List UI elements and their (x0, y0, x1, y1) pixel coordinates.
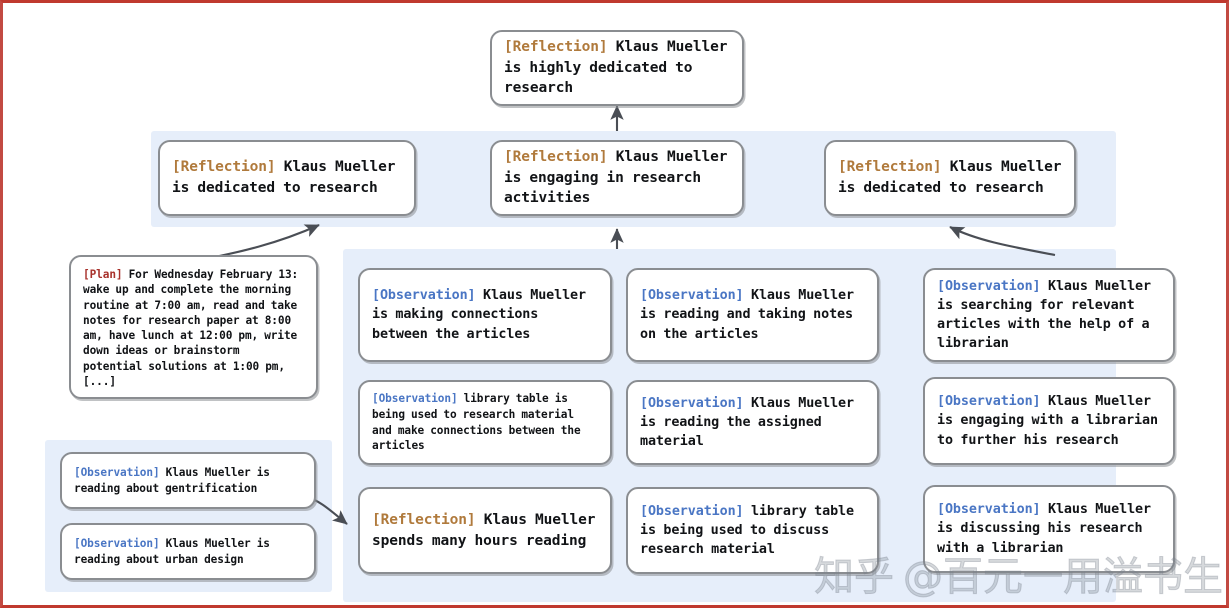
node-text: [Observation] Klaus Mueller is searching… (937, 277, 1161, 353)
node-body: Klaus Mueller is reading the assigned ma… (640, 395, 854, 450)
tag-reflection: [Reflection] (372, 511, 476, 528)
node-body: Klaus Mueller is highly dedicated to res… (504, 39, 728, 97)
node-left-observation-1[interactable]: [Observation] Klaus Mueller is reading a… (60, 452, 316, 509)
tag-reflection: [Reflection] (838, 159, 942, 176)
node-body: Klaus Mueller is reading about urban des… (74, 536, 270, 566)
node-body: Klaus Mueller is making connections betw… (372, 288, 586, 342)
node-text: [Observation] Klaus Mueller is reading a… (74, 536, 302, 568)
tag-observation: [Observation] (937, 278, 1041, 294)
node-text: [Observation] library table is being use… (372, 391, 598, 454)
tag-observation: [Observation] (640, 503, 744, 519)
tag-observation: [Observation] (372, 392, 458, 405)
node-column-b-3[interactable]: [Observation] library table is being use… (626, 487, 879, 574)
tag-observation: [Observation] (640, 288, 744, 304)
node-body: Klaus Mueller is reading and taking note… (640, 288, 854, 342)
node-column-a-3[interactable]: [Reflection] Klaus Mueller spends many h… (358, 487, 612, 574)
node-body: library table is being used to discuss r… (640, 503, 854, 558)
node-body: Klaus Mueller is reading about gentrific… (74, 465, 270, 495)
node-text: [Observation] Klaus Mueller is discussin… (937, 500, 1161, 557)
tag-reflection: [Reflection] (172, 159, 276, 176)
tag-plan: [Plan] (83, 268, 123, 281)
node-body: Klaus Mueller is engaging in research ac… (504, 149, 728, 207)
node-column-c-1[interactable]: [Observation] Klaus Mueller is searching… (923, 268, 1175, 362)
node-reflection-1[interactable]: [Reflection] Klaus Mueller is dedicated … (158, 140, 416, 216)
tag-observation: [Observation] (640, 395, 744, 411)
node-body: Klaus Mueller is searching for relevant … (937, 278, 1151, 352)
node-column-c-3[interactable]: [Observation] Klaus Mueller is discussin… (923, 485, 1175, 573)
node-text: [Observation] Klaus Mueller is reading a… (640, 286, 865, 343)
tag-reflection: [Reflection] (504, 39, 608, 56)
node-text: [Reflection] Klaus Mueller is highly ded… (504, 37, 730, 99)
node-body: Klaus Mueller is discussing his research… (937, 502, 1151, 556)
node-text: [Reflection] Klaus Mueller spends many h… (372, 510, 598, 551)
node-body: Klaus Mueller spends many hours reading (372, 511, 596, 549)
tag-observation: [Observation] (74, 536, 160, 550)
node-text: [Observation] Klaus Mueller is engaging … (937, 392, 1161, 449)
node-text: [Observation] Klaus Mueller is reading a… (74, 465, 302, 497)
node-text: [Observation] library table is being use… (640, 502, 865, 559)
node-column-a-1[interactable]: [Observation] Klaus Mueller is making co… (358, 268, 612, 362)
node-column-a-2[interactable]: [Observation] library table is being use… (358, 380, 612, 465)
tag-observation: [Observation] (937, 394, 1041, 410)
tag-observation: [Observation] (74, 465, 160, 479)
node-column-b-1[interactable]: [Observation] Klaus Mueller is reading a… (626, 268, 879, 362)
tag-observation: [Observation] (372, 288, 476, 304)
tag-observation: [Observation] (937, 502, 1041, 518)
node-text: [Plan] For Wednesday February 13: wake u… (83, 267, 304, 389)
node-reflection-3[interactable]: [Reflection] Klaus Mueller is dedicated … (824, 140, 1076, 216)
node-plan[interactable]: [Plan] For Wednesday February 13: wake u… (69, 255, 318, 399)
node-body: Klaus Mueller is engaging with a librari… (937, 394, 1158, 448)
node-column-b-2[interactable]: [Observation] Klaus Mueller is reading t… (626, 380, 879, 465)
node-text: [Reflection] Klaus Mueller is dedicated … (838, 157, 1062, 198)
node-reflection-2[interactable]: [Reflection] Klaus Mueller is engaging i… (490, 140, 744, 216)
node-text: [Observation] Klaus Mueller is reading t… (640, 394, 865, 451)
node-body: Klaus Mueller is dedicated to research (838, 159, 1062, 196)
node-text: [Reflection] Klaus Mueller is engaging i… (504, 147, 730, 209)
tag-reflection: [Reflection] (504, 149, 608, 166)
node-text: [Observation] Klaus Mueller is making co… (372, 286, 598, 343)
node-left-observation-2[interactable]: [Observation] Klaus Mueller is reading a… (60, 523, 316, 580)
node-top-reflection[interactable]: [Reflection] Klaus Mueller is highly ded… (490, 30, 744, 106)
node-body: Klaus Mueller is dedicated to research (172, 159, 396, 196)
node-body: library table is being used to research … (372, 392, 581, 453)
node-body: For Wednesday February 13: wake up and c… (83, 268, 299, 389)
node-column-c-2[interactable]: [Observation] Klaus Mueller is engaging … (923, 377, 1175, 465)
node-text: [Reflection] Klaus Mueller is dedicated … (172, 157, 402, 198)
